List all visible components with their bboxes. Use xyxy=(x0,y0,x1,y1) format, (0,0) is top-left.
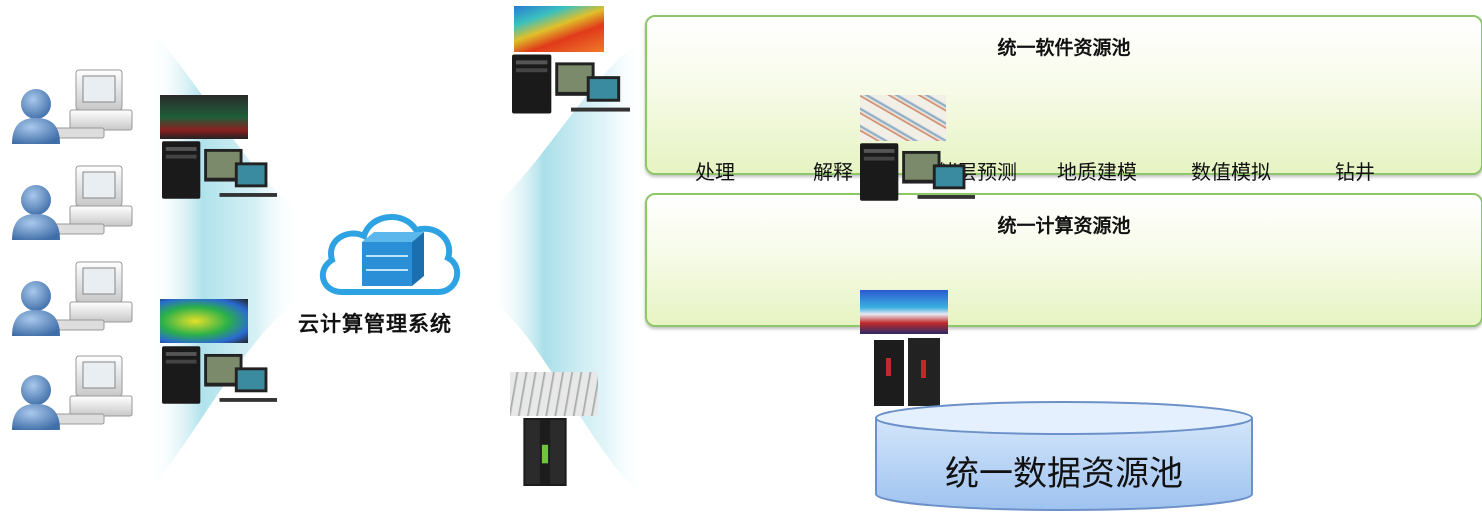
software-pool-title: 统一软件资源池 xyxy=(997,37,1131,59)
seismic-thumbnail xyxy=(160,95,248,139)
server-rack-icon xyxy=(874,338,940,406)
app-label: 数值模拟 xyxy=(1191,160,1271,184)
app-label: 解释 xyxy=(813,160,853,184)
reservoir-model-thumbnail xyxy=(160,299,248,343)
seismic-color-thumbnail xyxy=(514,6,604,52)
database-cylinder-icon xyxy=(875,401,1253,511)
section-thumbnail xyxy=(510,372,598,416)
data-pool-title: 统一数据资源池 xyxy=(945,454,1183,494)
compute-pool-title: 统一计算资源池 xyxy=(997,215,1131,237)
software-resource-pool: 统一软件资源池 处理 解释 储层预测 地质建模 数值模拟 钻井 xyxy=(645,15,1482,184)
workstation-icon xyxy=(162,346,277,404)
cloud-system-label: 云计算管理系统 xyxy=(298,312,452,336)
app-label: 钻井 xyxy=(1335,160,1375,184)
user-desktop-3 xyxy=(11,261,133,337)
workstation-icon xyxy=(162,141,277,199)
fault-map-thumbnail xyxy=(860,95,946,141)
app-label: 地质建模 xyxy=(1057,160,1137,184)
cloud-server-icon xyxy=(319,214,460,295)
workstation-icon xyxy=(512,54,630,114)
user-desktop-1 xyxy=(6,62,146,152)
compute-resource-pool: 统一计算资源池 xyxy=(645,193,1482,327)
app-label: 处理 xyxy=(695,160,735,184)
server-rack-icon xyxy=(523,418,567,486)
user-desktop-4 xyxy=(11,355,133,431)
user-group xyxy=(12,69,133,144)
user-desktop-2 xyxy=(11,165,133,241)
simulation-thumbnail xyxy=(860,290,948,334)
workstation-icon xyxy=(860,143,975,201)
